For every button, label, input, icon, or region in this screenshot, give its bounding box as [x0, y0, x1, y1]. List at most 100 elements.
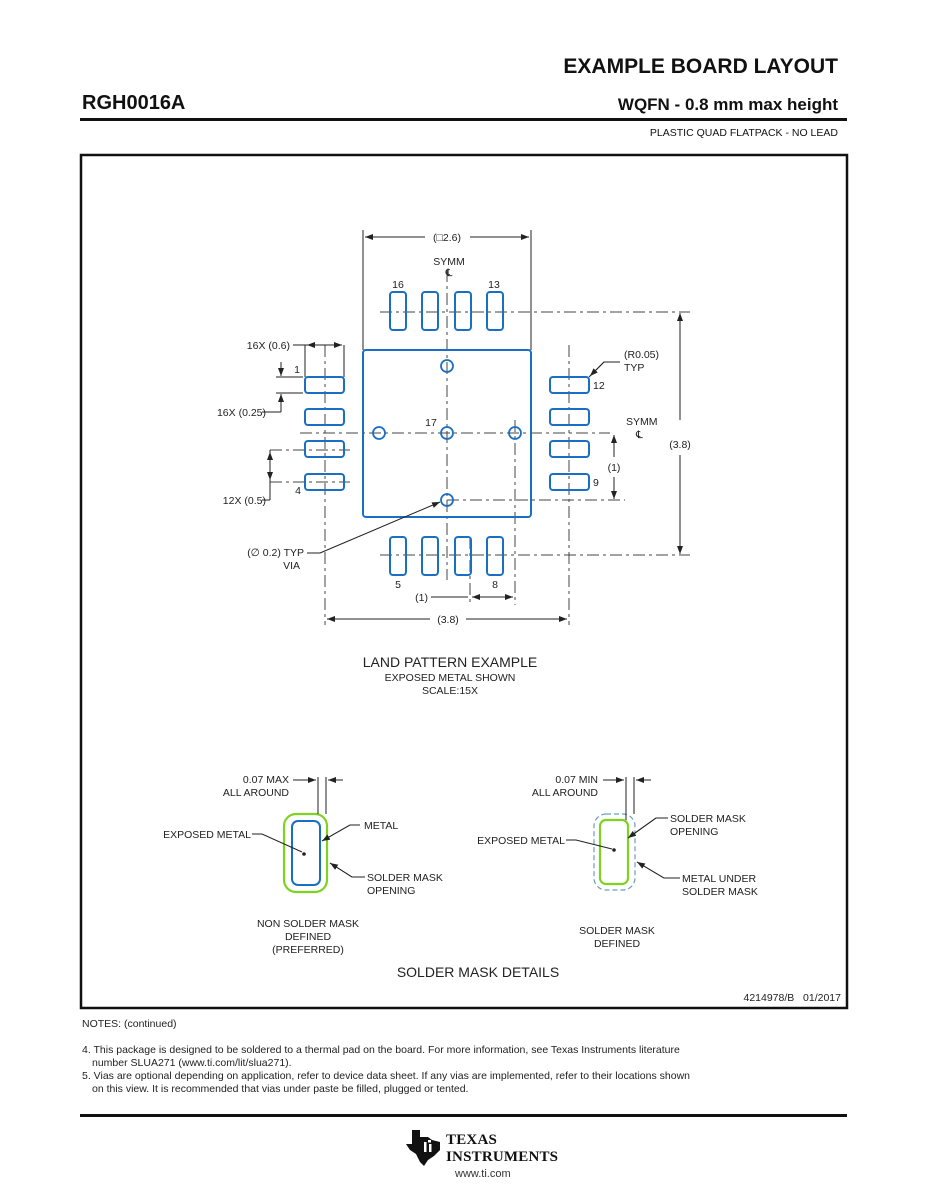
- pad-14: [454, 291, 472, 331]
- nsmd-metal: [291, 820, 321, 886]
- via-bottom: [440, 493, 454, 507]
- smd-opening-label: SOLDER MASK: [670, 813, 746, 825]
- nsmd-exposed-metal-label: EXPOSED METAL: [163, 829, 251, 841]
- bottom-pads: [389, 536, 504, 576]
- nsmd-caption-1: NON SOLDER MASK: [257, 918, 359, 930]
- via-label: (∅ 0.2) TYP: [247, 547, 304, 559]
- pad-15: [421, 291, 439, 331]
- notes-header: NOTES: (continued): [82, 1018, 177, 1030]
- note-5-line-2: on this view. It is recommended that via…: [92, 1083, 469, 1095]
- notes-section: NOTES: (continued): [82, 1018, 177, 1031]
- footer-rule: [80, 1114, 847, 1117]
- document-id: 4214978/B 01/2017: [743, 992, 841, 1004]
- smd-exposed-metal-label: EXPOSED METAL: [477, 835, 565, 847]
- symm-top-label: SYMM: [433, 256, 465, 268]
- nsmd-metal-label: METAL: [364, 820, 398, 832]
- nsmd-mask-opening: [282, 812, 329, 894]
- pin-9-label: 9: [593, 477, 599, 489]
- brand-texas: TEXAS: [446, 1132, 498, 1148]
- land-pattern-caption: LAND PATTERN EXAMPLE: [363, 654, 538, 670]
- pad-height-label: 16X (0.25): [217, 407, 266, 419]
- overall-height-label: (3.8): [669, 439, 691, 451]
- pad-7: [454, 536, 472, 576]
- right-pads: [549, 376, 590, 491]
- land-pattern-scale: SCALE:15X: [422, 685, 478, 697]
- pad-4: [304, 473, 345, 491]
- smd-opening-label-2: OPENING: [670, 826, 718, 838]
- brand-instruments: INSTRUMENTS: [446, 1149, 559, 1165]
- smd-caption-2: DEFINED: [594, 938, 641, 950]
- nsmd-caption-2: DEFINED: [285, 931, 332, 943]
- land-pattern-subcaption: EXPOSED METAL SHOWN: [385, 672, 516, 684]
- smd-caption-1: SOLDER MASK: [579, 925, 655, 937]
- smd-metal-under-mask: [593, 813, 636, 891]
- pad-8: [486, 536, 504, 576]
- via-label-2: VIA: [283, 560, 300, 572]
- dim-body-label: (□2.6): [433, 232, 461, 244]
- note-4: 4. This package is designed to be solder…: [82, 1044, 680, 1070]
- top-pads: [389, 291, 504, 331]
- nsmd-detail: 0.07 MAX ALL AROUND EXPOSED METAL METAL …: [163, 774, 443, 956]
- nsmd-dim-label-2: ALL AROUND: [223, 787, 290, 799]
- pin-1-label: 1: [294, 364, 300, 376]
- overall-width-label: (3.8): [437, 614, 459, 626]
- smd-dim-label: 0.07 MIN: [555, 774, 598, 786]
- thermal-pad-17: [362, 349, 532, 518]
- smd-dim-label-2: ALL AROUND: [532, 787, 599, 799]
- page-title: EXAMPLE BOARD LAYOUT: [563, 55, 838, 78]
- pad-9: [549, 473, 590, 491]
- part-number: RGH0016A: [82, 92, 186, 114]
- corner-radius-typ-label: TYP: [624, 362, 644, 374]
- pad-1: [304, 376, 345, 394]
- note-5-line-1: 5. Vias are optional depending on applic…: [82, 1070, 691, 1082]
- via-right: [508, 426, 522, 440]
- via-left: [372, 426, 386, 440]
- pad-10: [549, 440, 590, 458]
- via-center: [440, 426, 454, 440]
- pad-11: [549, 408, 590, 426]
- center-lines: [270, 270, 690, 625]
- centerline-right-icon: ℄: [635, 429, 643, 441]
- smd-under-label-2: SOLDER MASK: [682, 886, 758, 898]
- pitch-label: 12X (0.5): [223, 495, 266, 507]
- ti-logo-icon: [406, 1130, 440, 1166]
- pin-13-label: 13: [488, 279, 500, 291]
- note-4-line-2: number SLUA271 (www.ti.com/lit/slua271).: [92, 1057, 292, 1069]
- pad-width-label: 16X (0.6): [247, 340, 290, 352]
- header-rule: [80, 118, 847, 121]
- left-pads: [304, 376, 345, 491]
- via-spacing-bottom-label: (1): [415, 592, 428, 604]
- pin-8-label: 8: [492, 579, 498, 591]
- package-description: WQFN - 0.8 mm max height: [617, 95, 838, 114]
- pad-3: [304, 440, 345, 458]
- smd-detail: 0.07 MIN ALL AROUND EXPOSED METAL SOLDER…: [477, 774, 758, 950]
- centerline-top-icon: ℄: [445, 267, 453, 279]
- pin-5-label: 5: [395, 579, 401, 591]
- symm-right-label: SYMM: [626, 416, 658, 428]
- footer-url[interactable]: www.ti.com: [455, 1168, 511, 1180]
- note-5: 5. Vias are optional depending on applic…: [82, 1070, 690, 1096]
- pin-17-label: 17: [425, 417, 437, 429]
- pad-6: [421, 536, 439, 576]
- pin-16-label: 16: [392, 279, 404, 291]
- drawing-frame: [79, 153, 849, 1010]
- pad-5: [389, 536, 407, 576]
- via-spacing-right-label: (1): [608, 462, 621, 474]
- note-4-line-1: 4. This package is designed to be solder…: [82, 1044, 680, 1056]
- nsmd-dim-label: 0.07 MAX: [243, 774, 289, 786]
- solder-mask-details-title: SOLDER MASK DETAILS: [397, 964, 559, 980]
- pad-12: [549, 376, 590, 394]
- pad-13: [486, 291, 504, 331]
- pin-4-label: 4: [295, 485, 301, 497]
- nsmd-opening-label: SOLDER MASK: [367, 872, 443, 884]
- corner-radius-label: (R0.05): [624, 349, 659, 361]
- via-top: [440, 359, 454, 373]
- smd-under-label: METAL UNDER: [682, 873, 757, 885]
- nsmd-caption-3: (PREFERRED): [272, 944, 344, 956]
- pad-2: [304, 408, 345, 426]
- nsmd-opening-label-2: OPENING: [367, 885, 415, 897]
- smd-mask-opening: [598, 818, 630, 886]
- pin-12-label: 12: [593, 380, 605, 392]
- package-type: PLASTIC QUAD FLATPACK - NO LEAD: [649, 127, 838, 139]
